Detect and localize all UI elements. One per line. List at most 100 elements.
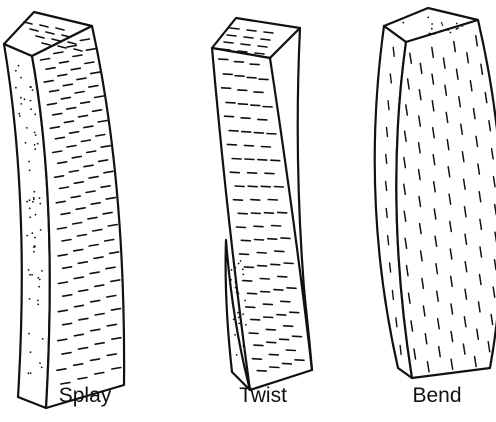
texture-dot [26,127,28,129]
texture-dash [238,213,247,214]
texture-dot [29,169,31,171]
texture-dot [34,113,36,115]
texture-dash [255,53,264,54]
texture-dot [238,263,240,265]
texture-dash [227,144,236,145]
texture-dash [254,226,263,227]
splay-block [4,12,124,408]
texture-dot [230,279,232,281]
texture-dot [35,134,37,136]
texture-dot [29,274,31,276]
texture-dot [461,25,463,27]
texture-dash [278,276,287,277]
texture-dash [248,186,257,187]
texture-dot [235,287,237,289]
texture-dash [287,288,296,289]
texture-dot [42,338,44,340]
bend-label: Bend [382,383,492,409]
texture-dash [234,62,243,63]
texture-dot [30,86,32,88]
texture-dash [249,333,258,334]
texture-dash [223,74,232,75]
texture-dot [39,197,41,199]
texture-dash [265,173,274,174]
texture-dash [238,90,247,91]
texture-dot [33,197,35,199]
texture-dash [258,46,267,47]
texture-dash [272,226,281,227]
texture-dot [34,144,36,146]
texture-dash [226,102,235,103]
texture-dash [261,292,270,293]
texture-dash [293,336,302,337]
texture-dash [246,307,255,308]
texture-dash [261,39,270,40]
texture-dash [386,181,387,190]
texture-dash [261,147,270,148]
texture-dash [290,312,299,313]
texture-dash [254,133,263,134]
texture-dot [38,286,40,288]
texture-dot [442,24,444,26]
texture-dash [251,200,260,201]
texture-dot [29,216,31,218]
texture-dash [286,350,295,351]
texture-dash [238,51,247,52]
texture-dot [245,324,247,326]
texture-dot [236,291,238,293]
texture-dash [225,116,234,117]
texture-dot [31,274,33,276]
texture-dot [19,115,21,117]
texture-dash [269,354,278,355]
texture-dot [39,203,41,205]
texture-dash [245,159,254,160]
texture-dash [275,251,284,252]
texture-dot [242,345,244,347]
texture-dot [30,108,32,110]
texture-dot [27,372,29,374]
texture-dash [244,37,253,38]
texture-dot [244,300,246,302]
texture-dash [386,154,387,163]
texture-dot [235,282,237,284]
texture-dash [265,213,274,214]
texture-dash [267,342,276,343]
texture-dash [244,267,253,268]
texture-dot [402,22,404,24]
texture-dash [390,74,391,83]
texture-dot [431,23,433,25]
texture-dash [251,105,260,106]
texture-dash [270,367,279,368]
texture-dash [222,88,231,89]
texture-dot [39,279,41,281]
texture-dash [392,290,393,299]
texture-dot [242,274,244,276]
texture-dot [235,267,237,269]
texture-dot [441,22,443,24]
texture-dot [450,32,452,34]
texture-dash [271,160,280,161]
texture-dot [30,372,32,374]
texture-dash [240,254,249,255]
texture-dash [388,101,389,110]
texture-dot [242,268,244,270]
twist-label: Twist [208,383,318,409]
texture-dash [274,290,283,291]
texture-dot [32,201,34,203]
texture-dash [258,160,267,161]
texture-dot [33,199,35,201]
texture-dash [278,212,287,213]
texture-dash [235,76,244,77]
texture-dash [227,35,236,36]
texture-dash [282,363,291,364]
texture-dot [34,237,36,239]
texture-dot [33,251,35,253]
texture-dash [221,49,230,50]
texture-dot [26,235,28,237]
texture-dot [236,354,238,356]
texture-dash [230,172,239,173]
texture-dash [233,200,242,201]
texture-dot [37,300,39,302]
